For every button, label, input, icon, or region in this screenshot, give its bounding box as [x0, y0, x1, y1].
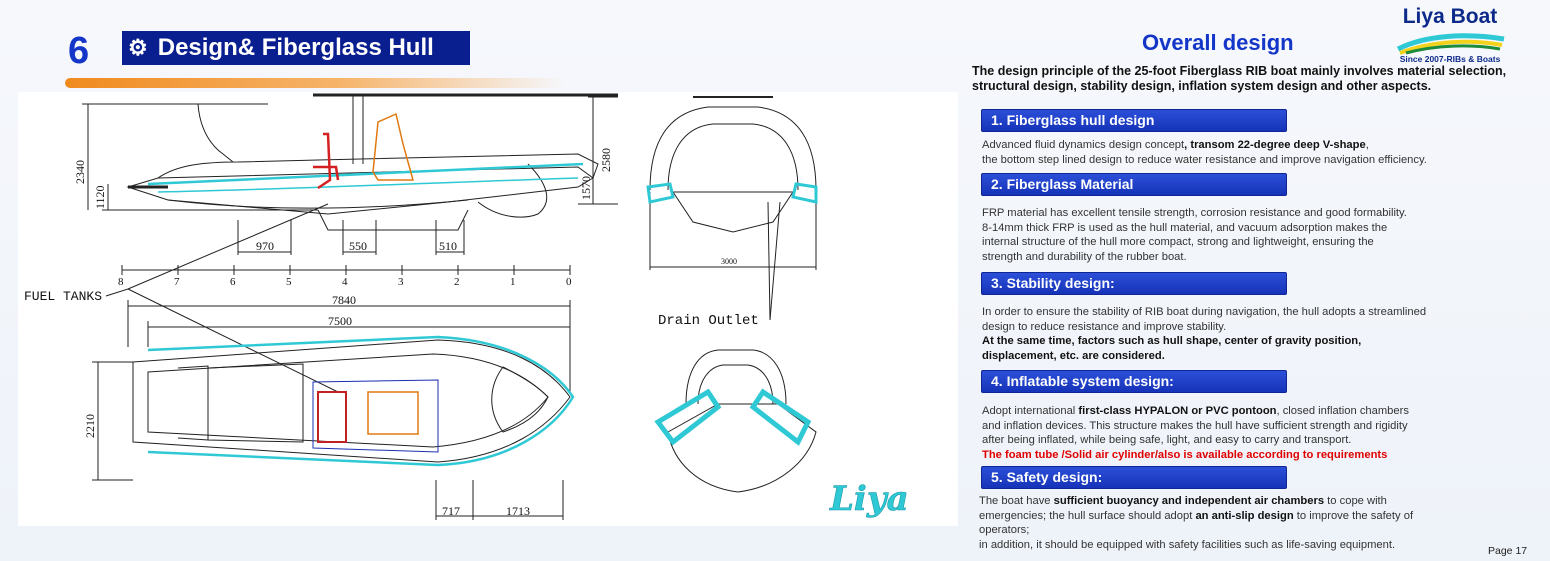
scale-tick-3: 3 [398, 276, 404, 288]
section-2-header: 2. Fiberglass Material [981, 173, 1287, 196]
s5-line-4: in addition, it should be equipped with … [979, 538, 1396, 551]
scale-tick-8: 8 [118, 276, 124, 288]
s2-line-4: strength and durability of the rubber bo… [982, 250, 1187, 263]
s2-line-1: FRP material has excellent tensile stren… [982, 207, 1407, 219]
s4-text-a: Adopt international [982, 405, 1079, 417]
section-1-header: 1. Fiberglass hull design [981, 109, 1287, 132]
section-4-body: Adopt international first-class HYPALON … [982, 404, 1502, 462]
liya-boat-logo: Liya Boat Since 2007-RIBs & Boats [1392, 4, 1508, 66]
boat-technical-drawing: 2340 1120 2580 1570 970 550 510 3000 784… [18, 92, 958, 526]
s5-text-f: to improve the safety of [1293, 509, 1414, 522]
s3-bold-2: displacement, etc. are considered. [982, 349, 1165, 362]
dim-7500: 7500 [328, 314, 352, 328]
gear-icon: ⚙ [128, 35, 148, 60]
section-2-body: FRP material has excellent tensile stren… [982, 206, 1502, 264]
s5-text-b: sufficient buoyancy and independent air … [1053, 495, 1325, 507]
slide-title: Design& Fiberglass Hull [157, 34, 434, 61]
s3-line-2: design to reduce resistance and improve … [982, 320, 1227, 333]
s4-line-2: and inflation devices. This structure ma… [982, 419, 1408, 432]
scale-tick-0: 0 [566, 276, 572, 288]
s3-bold-1: At the same time, factors such as hull s… [982, 335, 1362, 348]
drain-outlet-label: Drain Outlet [658, 313, 759, 329]
dim-1570: 1570 [579, 176, 593, 200]
dim-7840: 7840 [332, 293, 356, 307]
section-3-header: 3. Stability design: [981, 272, 1287, 295]
logo-tagline: Since 2007-RIBs & Boats [1399, 54, 1501, 64]
logo-name: Liya Boat [1402, 5, 1498, 28]
s4-text-b: first-class HYPALON or PVC pontoon [1078, 405, 1277, 417]
s5-text-a: The boat have [979, 495, 1054, 507]
dim-717: 717 [442, 504, 460, 518]
slide-title-bar: ⚙ Design& Fiberglass Hull [122, 31, 470, 65]
liya-script-logo: Liya [826, 478, 972, 523]
scale-tick-2: 2 [454, 276, 460, 288]
page-number-footer: Page 17 [1488, 545, 1528, 557]
scale-tick-5: 5 [286, 276, 292, 288]
scale-tick-7: 7 [174, 276, 180, 288]
dim-2580: 2580 [599, 148, 613, 172]
orange-divider [65, 78, 565, 88]
dim-550: 550 [349, 239, 367, 253]
scale-tick-4: 4 [342, 276, 348, 288]
s5-text-e: an anti-slip design [1195, 509, 1294, 522]
section-3-body: In order to ensure the stability of RIB … [982, 305, 1502, 363]
s1-line-2: the bottom step lined design to reduce w… [982, 153, 1427, 166]
s2-line-2: 8-14mm thick FRP is used as the hull mat… [982, 221, 1388, 234]
s2-line-3: internal structure of the hull more comp… [982, 236, 1374, 249]
section-4-header: 4. Inflatable system design: [981, 370, 1287, 393]
s5-text-d: emergencies; the hull surface should ado… [979, 509, 1196, 522]
dim-2210: 2210 [83, 414, 97, 438]
section-5-header: 5. Safety design: [981, 466, 1287, 489]
intro-paragraph: The design principle of the 25-foot Fibe… [972, 64, 1507, 93]
overall-design-heading: Overall design [1142, 30, 1294, 55]
s4-line-3: after being inflated, while being safe, … [982, 434, 1352, 447]
dim-3000: 3000 [721, 257, 737, 266]
dim-1120: 1120 [93, 185, 107, 209]
dim-2340: 2340 [73, 160, 87, 184]
s3-line-1: In order to ensure the stability of RIB … [982, 306, 1427, 318]
s1-text-b: , transom 22-degree deep V-shape [1184, 139, 1366, 151]
s4-red-line: The foam tube /Solid air cylinder/also i… [982, 448, 1388, 461]
scale-tick-1: 1 [510, 276, 516, 288]
section-5-body: The boat have sufficient buoyancy and in… [979, 494, 1519, 552]
fuel-tanks-label: FUEL TANKS [24, 289, 102, 304]
slide-number: 6 [68, 30, 90, 72]
dim-970: 970 [256, 239, 274, 253]
s5-line-3: operators; [979, 524, 1030, 537]
s4-text-c: , closed inflation chambers [1276, 405, 1409, 417]
section-1-body: Advanced fluid dynamics design concept, … [982, 138, 1502, 167]
dim-1713: 1713 [506, 504, 530, 518]
s1-text-c: , [1365, 139, 1369, 151]
s1-text-a: Advanced fluid dynamics design concept [982, 139, 1185, 151]
liya-script-text: Liya [829, 479, 909, 518]
dim-510: 510 [439, 239, 457, 253]
scale-tick-6: 6 [230, 276, 236, 288]
s5-text-c: to cope with [1324, 495, 1387, 507]
